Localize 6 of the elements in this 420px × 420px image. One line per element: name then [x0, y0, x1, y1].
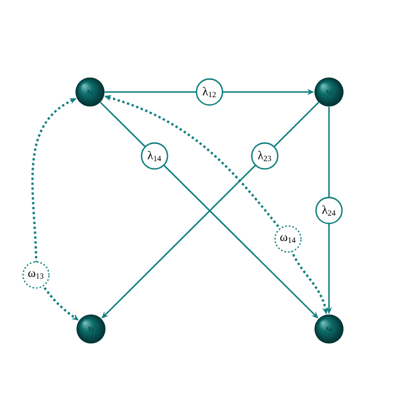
edge-label: ω$_{14}$: [274, 225, 302, 253]
edge-label: λ$_{24}$: [315, 196, 343, 224]
edge-label: λ$_{23}$: [251, 142, 278, 170]
edge-label: ω$_{13}$: [22, 261, 50, 289]
edge-label: λ$_{12}$: [196, 78, 224, 106]
edge-label: λ$_{14}$: [140, 142, 168, 170]
